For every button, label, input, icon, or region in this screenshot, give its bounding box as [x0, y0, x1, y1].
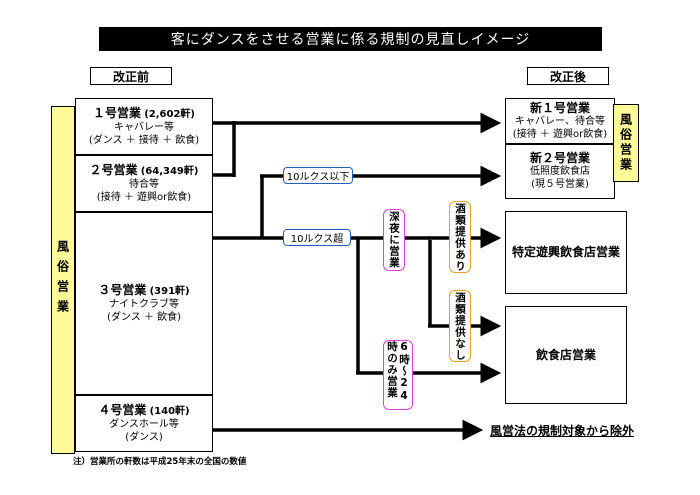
before-2-count: (64,349軒) — [140, 165, 199, 177]
after-box-3: 特定遊興飲食店営業 — [505, 211, 627, 294]
six-to-24-label: 6時～24時のみ営業 — [383, 340, 413, 410]
after-3-title: 特定遊興飲食店営業 — [511, 245, 620, 259]
before-box-3: ３号営業 (391軒) ナイトクラブ等 (ダンス ＋ 飲食) — [75, 212, 213, 395]
before-4-count: (140軒) — [149, 405, 190, 417]
before-1-title: １号営業 — [93, 105, 142, 120]
lux-above-label: 10ルクス超 — [283, 229, 351, 246]
lux-below-label: 10ルクス以下 — [283, 167, 353, 184]
before-2-line2: (接待 ＋ 遊興or飲食) — [96, 191, 192, 203]
before-box-2: ２号営業 (64,349軒) 待合等 (接待 ＋ 遊興or飲食) — [75, 155, 213, 212]
before-box-4: ４号営業 (140軒) ダンスホール等 (ダンス) — [75, 395, 213, 452]
after-4-title: 飲食店営業 — [535, 347, 596, 362]
after-2-line2: (現５号営業) — [531, 179, 589, 190]
page-title: 客にダンスをさせる営業に係る規制の見直しイメージ — [99, 27, 602, 51]
before-2-title: ２号営業 — [89, 162, 138, 177]
before-box-1: １号営業 (2,602軒) キャバレー等 (ダンス ＋ 接待 ＋ 飲食) — [75, 98, 213, 155]
late-night-label: 深夜に営業 — [383, 209, 405, 271]
alcohol-yes-label: 酒類提供あり — [449, 201, 471, 273]
before-header: 改正前 — [90, 67, 172, 85]
before-2-line1: 待合等 — [129, 178, 159, 190]
after-box-1: 新１号営業 キャバレー、待合等 (接待 ＋ 遊興or飲食) — [505, 98, 615, 144]
after-1-line2: (接待 ＋ 遊興or飲食) — [512, 128, 608, 140]
before-3-count: (391軒) — [149, 285, 190, 297]
before-4-line2: (ダンス) — [125, 431, 163, 443]
before-4-line1: ダンスホール等 — [109, 418, 179, 430]
after-1-title: 新１号営業 — [529, 100, 590, 115]
after-2-title: 新２号営業 — [529, 151, 590, 165]
excluded-label: 風営法の規制対象から除外 — [490, 424, 635, 438]
before-4-title: ４号営業 — [98, 402, 147, 417]
before-1-line2: (ダンス ＋ 接待 ＋ 飲食) — [88, 134, 200, 146]
after-header: 改正後 — [527, 67, 609, 85]
before-1-count: (2,602軒) — [144, 108, 195, 120]
fuzoku-right-label: 風俗営業 — [613, 104, 639, 182]
before-3-title: ３号営業 — [98, 282, 147, 297]
alcohol-no-label: 酒類提供なし — [449, 290, 471, 362]
before-1-line1: キャバレー等 — [114, 121, 174, 133]
footnote: 注）営業所の軒数は平成25年末の全国の数値 — [73, 457, 247, 467]
after-box-4: 飲食店営業 — [505, 306, 627, 404]
after-1-line1: キャバレー、待合等 — [515, 115, 605, 127]
before-3-line2: (ダンス ＋ 飲食) — [107, 311, 181, 323]
after-2-line1: 低照度飲食店 — [530, 166, 590, 177]
after-box-2: 新２号営業 低照度飲食店 (現５号営業) — [505, 144, 615, 199]
before-3-line1: ナイトクラブ等 — [109, 298, 179, 310]
fuzoku-left-label: 風俗営業 — [51, 106, 75, 454]
